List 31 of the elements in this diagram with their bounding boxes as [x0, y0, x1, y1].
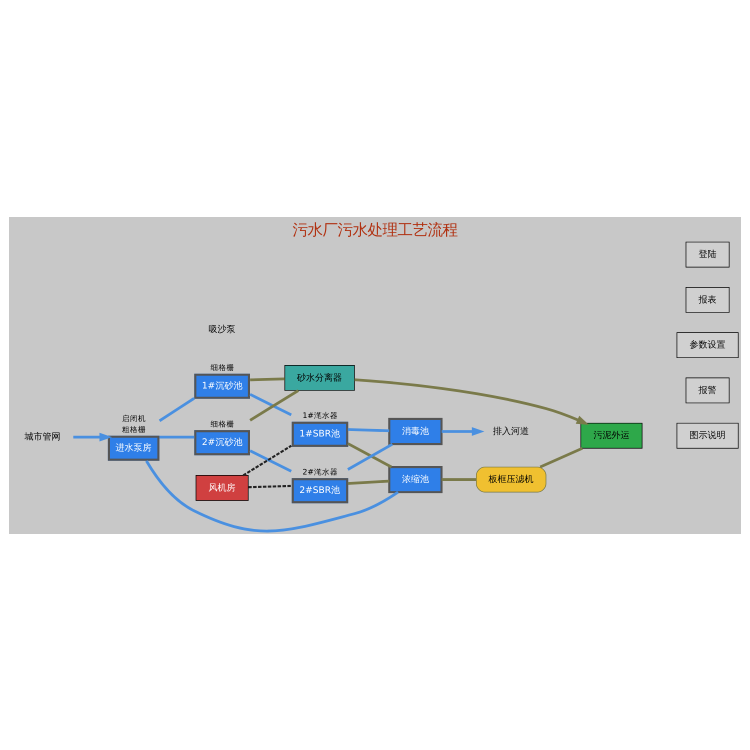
node-text: 排入河道 [493, 426, 530, 436]
node-text: 城市管网 [24, 432, 60, 442]
label: 登陆 [698, 249, 717, 260]
arrow [354, 378, 589, 424]
connector [249, 448, 292, 472]
connector [145, 460, 399, 532]
node-box: 浓缩池 [388, 466, 443, 493]
label: 参数设置 [690, 340, 726, 350]
connector [160, 435, 194, 438]
node-box: 风机房 [196, 474, 249, 500]
node-box: 砂水分离器 [284, 364, 355, 390]
connector [242, 444, 292, 476]
diagram-title: 污水厂污水处理工艺流程 [292, 220, 458, 238]
arrow [73, 432, 112, 441]
connector [249, 392, 292, 416]
connector [250, 376, 285, 381]
node-box: 板框压滤机 [476, 466, 546, 492]
node-box: 污泥外运 [580, 422, 642, 448]
connector [158, 396, 195, 422]
connector [540, 446, 583, 468]
label: 报表 [698, 294, 717, 305]
connector [248, 484, 292, 488]
connector [249, 388, 300, 421]
connector [348, 428, 390, 432]
node-box: 消毒池 [388, 417, 443, 445]
arrow [442, 426, 484, 436]
label: 图示说明 [690, 430, 726, 441]
label: 报警 [698, 385, 717, 396]
connector [348, 479, 390, 484]
label: 吸沙泵 [208, 324, 236, 335]
connector [442, 478, 476, 480]
